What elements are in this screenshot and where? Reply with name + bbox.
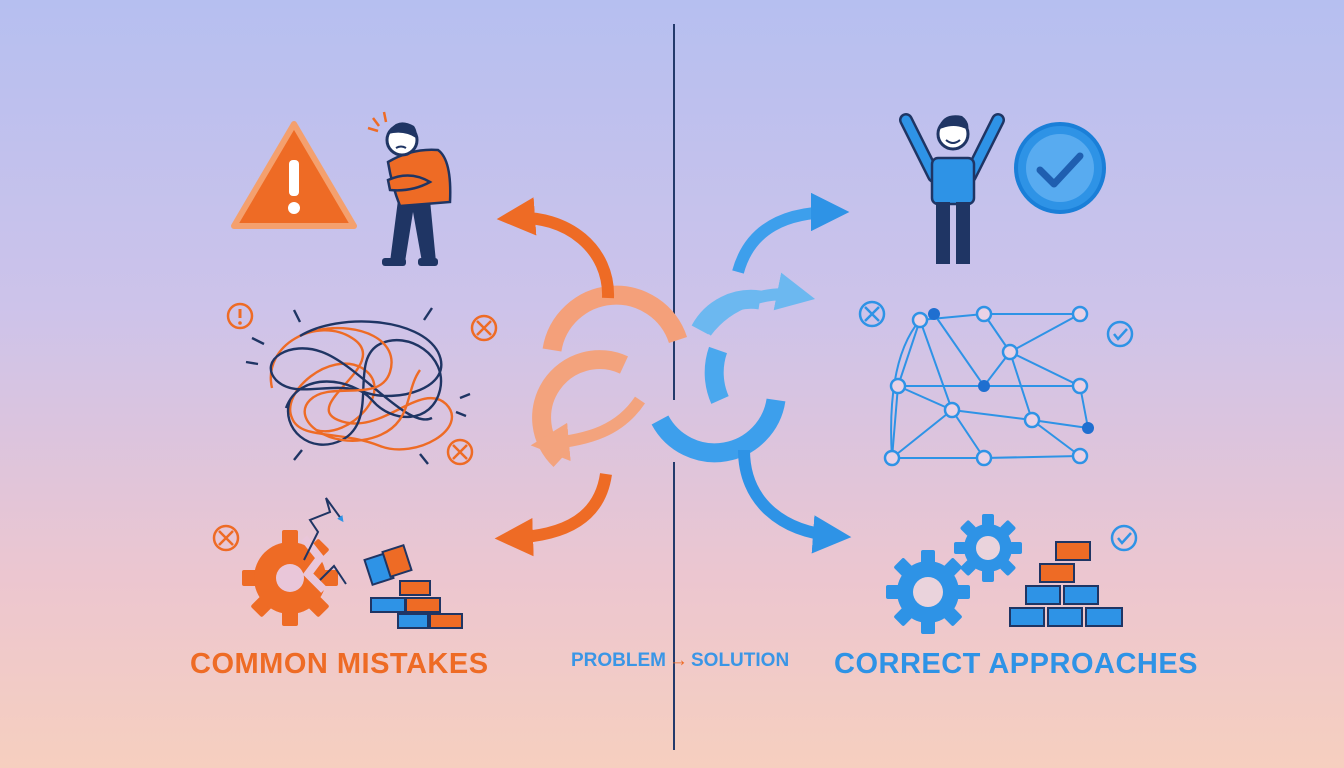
- arrow-glyph: →: [669, 650, 688, 671]
- stacked-blocks-icon: [1009, 541, 1123, 627]
- warning-triangle-icon: [231, 121, 357, 229]
- crack-arrow: [303, 497, 344, 561]
- mistake-flow-arrow: [494, 472, 612, 557]
- mistake-flow-arrow: [496, 197, 615, 299]
- network-node: [883, 305, 1089, 467]
- mistake-flow-arrow: [530, 396, 645, 462]
- solution-flow-arrow: [738, 449, 852, 554]
- solution-flow-arrow: [701, 272, 816, 336]
- celebrating-person-icon: [899, 113, 1005, 264]
- alert-circle-icon: [226, 302, 254, 330]
- common-mistakes-title: COMMON MISTAKES: [190, 648, 489, 680]
- check-small-icon: [1106, 320, 1134, 348]
- broken-gear-icon: [242, 530, 338, 626]
- error-circle-icon: [858, 300, 886, 328]
- tangled-mess-icon: [245, 307, 471, 465]
- frustrated-person-icon: [367, 111, 452, 266]
- problem-solution-label: PROBLEM→SOLUTION: [571, 650, 789, 672]
- check-circle-icon: [1014, 122, 1106, 214]
- crack-arrow: [319, 564, 347, 585]
- network-node-active: [928, 308, 1094, 434]
- falling-blocks-icon: [363, 543, 463, 629]
- error-circle-icon: [212, 524, 240, 552]
- correct-approaches-title: CORRECT APPROACHES: [834, 648, 1199, 680]
- solution-flow-arrow: [732, 192, 850, 274]
- error-circle-icon: [470, 314, 498, 342]
- solution-label: SOLUTION: [691, 650, 790, 671]
- check-small-icon: [1110, 524, 1138, 552]
- error-circle-icon: [446, 438, 474, 466]
- meshed-gears-icon: [886, 514, 1022, 634]
- problem-label: PROBLEM: [571, 650, 666, 671]
